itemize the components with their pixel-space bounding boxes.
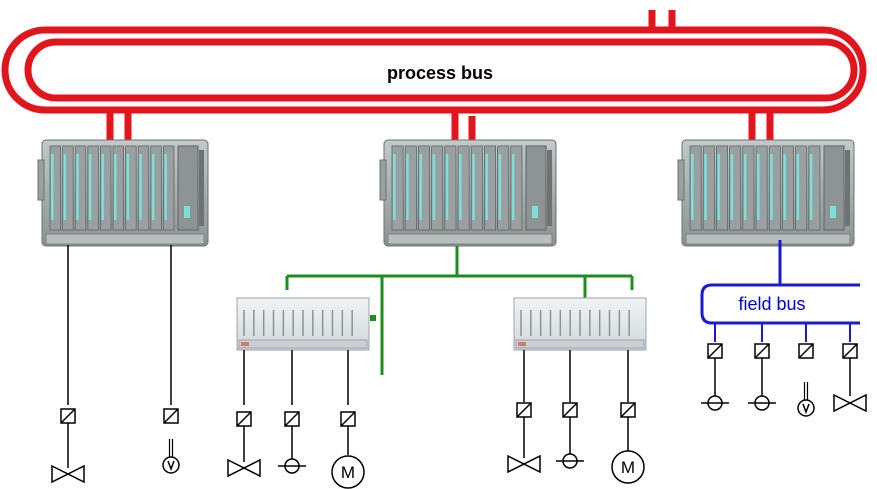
transducer-box-icon	[798, 343, 814, 359]
level-probe-icon	[797, 382, 815, 417]
transducer-box-icon	[340, 411, 356, 427]
transducer-box-icon	[163, 408, 179, 424]
valve-icon	[507, 454, 541, 474]
remote-io-rack-icon	[236, 297, 370, 351]
plc-controller-rack-icon	[37, 139, 209, 247]
valve-icon	[833, 393, 867, 413]
remote-io-racks	[236, 297, 647, 351]
plc-controller-rack-icon	[379, 139, 557, 247]
valve-icon	[227, 458, 261, 478]
process-bus: process bus	[1, 10, 867, 140]
sensor-icon	[701, 395, 729, 411]
transducer-box-icon	[236, 411, 252, 427]
field-bus: field bus	[700, 240, 860, 342]
plc-controller-rack-icon	[677, 139, 855, 247]
transducer-box-icon	[562, 402, 578, 418]
remote-io-rack-icon	[513, 297, 647, 351]
field-bus-label: field bus	[738, 294, 805, 314]
sensor-icon	[748, 395, 776, 411]
motor-icon: M	[331, 455, 365, 489]
transducer-box-icon	[754, 343, 770, 359]
motor-icon: M	[611, 450, 645, 484]
process-bus-label: process bus	[387, 63, 493, 83]
sensor-icon	[278, 458, 306, 474]
controller-bus	[285, 246, 634, 375]
transducer-box-icon	[516, 402, 532, 418]
sensor-icon	[556, 453, 584, 469]
transducer-box-icon	[284, 411, 300, 427]
motor-label: M	[621, 458, 635, 477]
transducer-box-icon	[842, 343, 858, 359]
transducer-box-icon	[60, 408, 76, 424]
transducer-box-icon	[620, 402, 636, 418]
valve-icon	[51, 464, 85, 484]
controllers	[37, 139, 855, 247]
motor-label: M	[341, 463, 355, 482]
wiring	[67, 245, 629, 405]
transducer-box-icon	[707, 343, 723, 359]
level-probe-icon	[162, 439, 180, 474]
